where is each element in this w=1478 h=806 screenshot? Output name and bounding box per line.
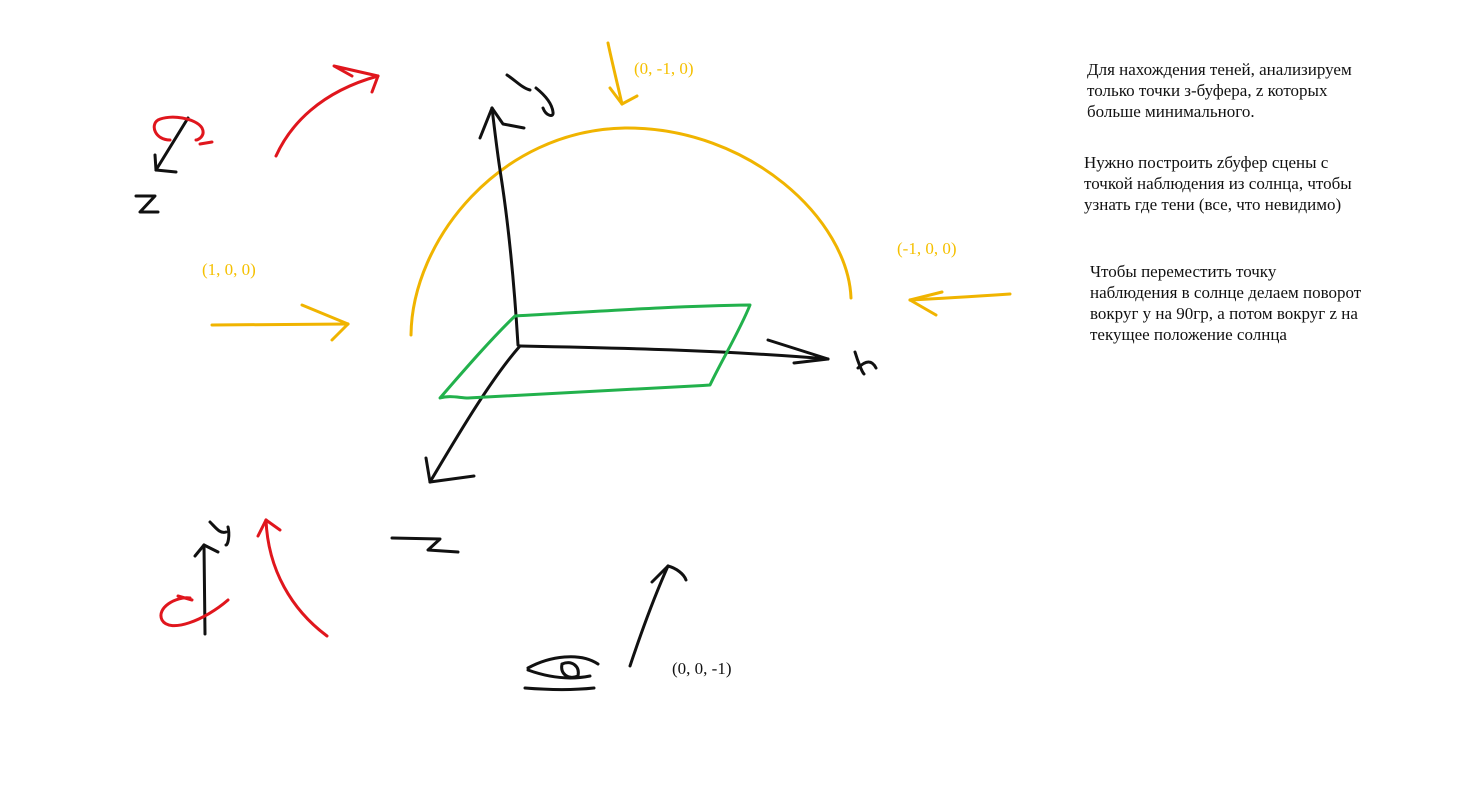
note-rotation: Чтобы переместить точку наблюдения в сол… [1090, 261, 1361, 345]
coord-label-right: (-1, 0, 0) [897, 239, 957, 258]
sun-arrow-left [210, 303, 350, 342]
eye-icon [523, 655, 600, 691]
main-y-axis [478, 106, 526, 347]
coord-label-bottom: (0, 0, -1) [672, 659, 732, 678]
note-line: Для нахождения теней, анализируем [1087, 60, 1352, 79]
note-line: узнать где тени (все, что невидимо) [1084, 195, 1342, 214]
rotation-icon-y [159, 520, 231, 636]
note-line: наблюдения в солнце делаем поворот [1090, 283, 1362, 302]
main-x-axis [518, 338, 830, 365]
note-line: текущее положение солнца [1090, 325, 1287, 344]
main-y-letter [505, 73, 555, 117]
sun-arrow-right [908, 290, 1012, 317]
note-line: вокруг y на 90гр, а потом вокруг z на [1090, 304, 1358, 323]
coord-label-top: (0, -1, 0) [634, 59, 694, 78]
coord-label-left: (1, 0, 0) [202, 260, 256, 279]
note-line: больше минимального. [1087, 102, 1255, 121]
note-line: только точки з-буфера, z которых [1087, 81, 1328, 100]
ground-plane [438, 303, 752, 400]
main-z-letter [390, 536, 460, 554]
note-line: Чтобы переместить точку [1090, 262, 1277, 281]
viewer-arrow [628, 564, 688, 668]
red-rotation-arrow-top [274, 64, 380, 158]
note-line: Нужно построить zбуфер сцены с [1084, 153, 1329, 172]
red-rotation-arrow-bottom [256, 518, 329, 638]
note-shadow-analysis: Для нахождения теней, анализируем только… [1087, 59, 1352, 122]
sun-path-arc [409, 126, 853, 337]
sun-arrow-top [606, 41, 639, 106]
main-z-axis [424, 344, 522, 484]
note-zbuffer: Нужно построить zбуфер сцены с точкой на… [1084, 152, 1352, 215]
main-x-letter [853, 350, 878, 376]
rotation-icon-z [134, 115, 214, 214]
note-line: точкой наблюдения из солнца, чтобы [1084, 174, 1352, 193]
